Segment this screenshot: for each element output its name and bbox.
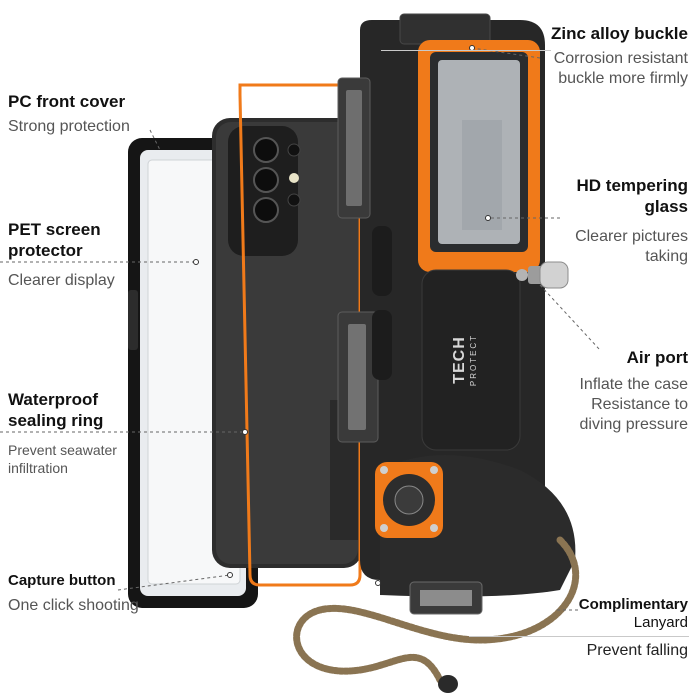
brand-line2: PROTECT (469, 333, 478, 387)
hd-glass-title-1: HD tempering (576, 176, 688, 195)
lanyard-title-2: Lanyard (633, 614, 688, 632)
callout-leaders (0, 47, 601, 611)
air-port-desc-3: diving pressure (579, 416, 689, 434)
zinc-buckle-desc-2: buckle more firmly (558, 69, 688, 87)
lanyard-rule (468, 636, 689, 637)
pet-protector-title-1: PET screen (8, 220, 101, 239)
hd-glass-desc-1: Clearer pictures (575, 228, 688, 246)
zinc-buckle-title: Zinc alloy buckle (551, 24, 688, 43)
pc-cover-desc: Strong protection (8, 117, 130, 135)
capture-button-label: Capture button One click shooting (8, 572, 139, 616)
sealing-ring-title-1: Waterproof (8, 390, 99, 409)
pet-protector-label: PET screen protector Clearer display (8, 220, 115, 290)
pc-cover-label: PC front cover Strong protection (8, 92, 130, 136)
hd-glass-label: HD tempering glass Clearer pictures taki… (575, 176, 688, 267)
waterproof-housing (337, 13, 576, 615)
air-port-title: Air port (626, 348, 688, 367)
hd-glass-desc-2: taking (645, 248, 688, 266)
pc-cover-title: PC front cover (8, 92, 126, 111)
brand-line1: TECH (451, 336, 468, 384)
lanyard-illustration (293, 536, 580, 693)
zinc-buckle-desc-1: Corrosion resistant (553, 49, 688, 67)
pet-protector-desc: Clearer display (8, 272, 115, 290)
air-port-desc-1: Inflate the case (579, 375, 688, 393)
air-port-label: Air port Inflate the case Resistance to … (579, 348, 688, 435)
sealing-ring-desc-1: Prevent seawater (8, 442, 117, 459)
brand-logo: TECH PROTECT (451, 325, 511, 395)
capture-button-desc: One click shooting (8, 597, 139, 615)
air-port-desc-2: Resistance to (591, 395, 688, 413)
zinc-buckle-label: Zinc alloy buckle Corrosion resistant bu… (381, 24, 688, 88)
lanyard-desc: Prevent falling (586, 641, 688, 659)
capture-button-title: Capture button (8, 572, 116, 589)
lanyard-title-1: Complimentary (578, 596, 688, 613)
hd-glass-title-2: glass (644, 196, 688, 216)
lanyard-label: Complimentary Lanyard Prevent falling (468, 596, 689, 660)
sealing-ring-desc-2: infiltration (8, 460, 68, 477)
phone-illustration (212, 118, 362, 568)
zinc-buckle-rule (381, 50, 551, 51)
callout-dots (193, 45, 491, 586)
sealing-ring-title-2: sealing ring (8, 410, 104, 430)
pet-protector-title-2: protector (8, 240, 83, 260)
sealing-ring-label: Waterproof sealing ring Prevent seawater… (8, 390, 117, 476)
